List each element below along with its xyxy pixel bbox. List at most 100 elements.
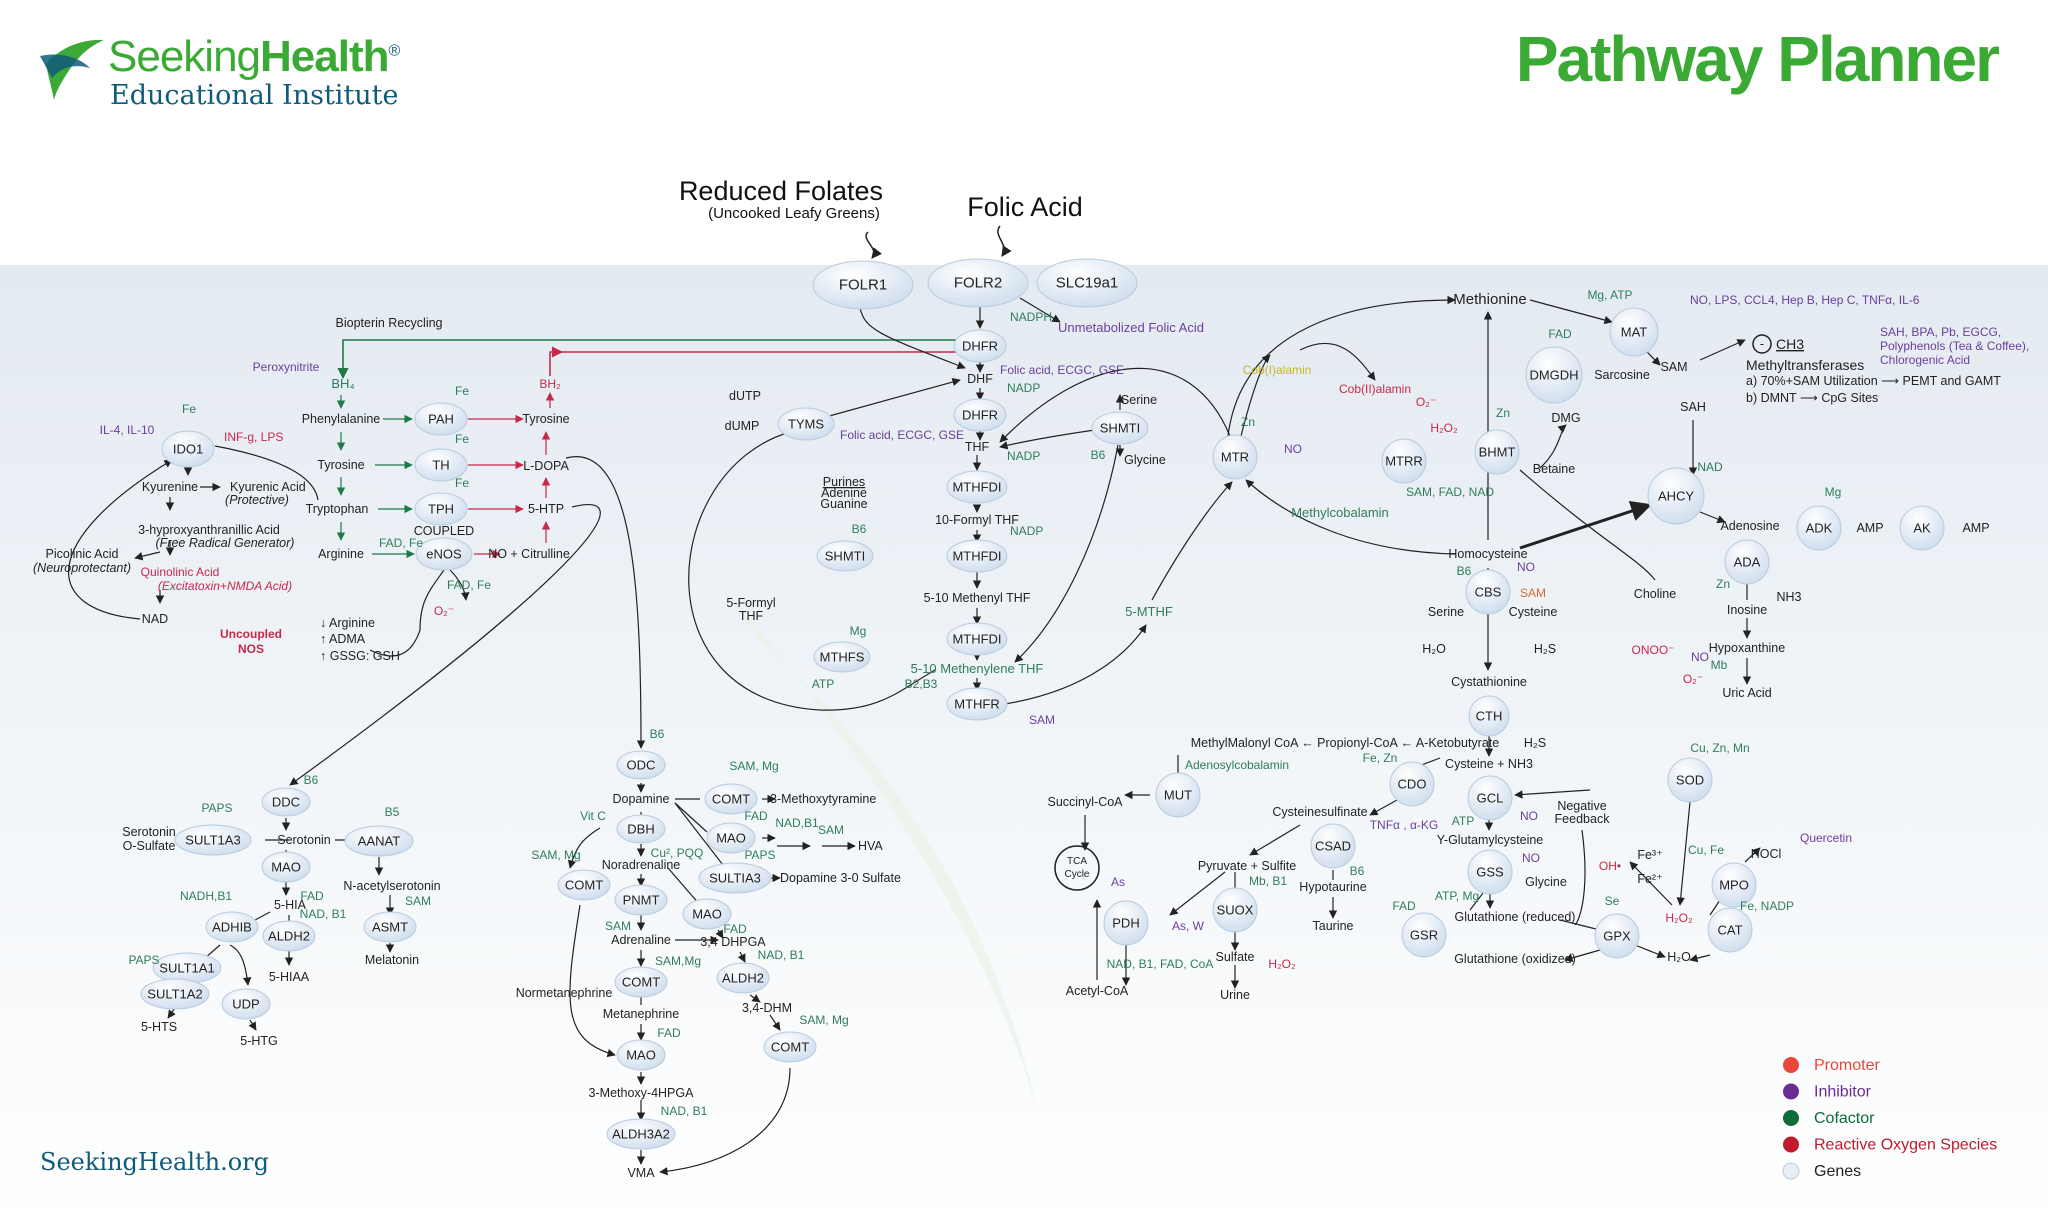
gene-mao[interactable]: MAO bbox=[682, 898, 732, 930]
cofactor-nad-b1: NAD, B1 bbox=[661, 1104, 708, 1118]
gene-ido1[interactable]: IDO1 bbox=[161, 430, 215, 468]
gene-mtrr[interactable]: MTRR bbox=[1381, 438, 1427, 484]
gene-shape bbox=[1667, 757, 1713, 803]
gene-label: COMT bbox=[771, 1040, 809, 1055]
inhibitor-no: NO bbox=[1284, 442, 1302, 456]
ros-o: O₂⁻ bbox=[1683, 672, 1703, 686]
gene-gsr[interactable]: GSR bbox=[1401, 912, 1447, 958]
inhibitor-as-w: As, W bbox=[1172, 919, 1205, 933]
gene-comt[interactable]: COMT bbox=[614, 966, 668, 998]
metabolite-noradrenaline: Noradrenaline bbox=[602, 858, 681, 872]
gene-dhfr[interactable]: DHFR bbox=[953, 398, 1007, 432]
gene-pnmt[interactable]: PNMT bbox=[614, 884, 668, 916]
gene-comt[interactable]: COMT bbox=[763, 1031, 817, 1063]
gene-ada[interactable]: ADA bbox=[1724, 539, 1770, 585]
gene-ak[interactable]: AK bbox=[1899, 505, 1945, 551]
cofactor-b6: B6 bbox=[304, 773, 319, 787]
gene-cdo[interactable]: CDO bbox=[1389, 761, 1435, 807]
gene-folr1[interactable]: FOLR1 bbox=[812, 260, 914, 310]
pathway-arrow bbox=[1369, 799, 1398, 816]
gene-mao[interactable]: MAO bbox=[616, 1039, 666, 1071]
gene-mthfdi[interactable]: MTHFDI bbox=[946, 622, 1008, 656]
gene-shape bbox=[262, 920, 316, 952]
gene-suox[interactable]: SUOX bbox=[1212, 887, 1258, 933]
gene-adk[interactable]: ADK bbox=[1796, 505, 1842, 551]
gene-folr2[interactable]: FOLR2 bbox=[927, 258, 1029, 308]
gene-cat[interactable]: CAT bbox=[1707, 907, 1753, 953]
gene-mpo[interactable]: MPO bbox=[1711, 862, 1757, 908]
gene-slc19a1[interactable]: SLC19a1 bbox=[1036, 258, 1138, 308]
cofactor-mb-b1: Mb, B1 bbox=[1249, 874, 1287, 888]
pathway-arrow bbox=[1299, 342, 1376, 381]
gene-comt[interactable]: COMT bbox=[557, 869, 611, 901]
gene-tyms[interactable]: TYMS bbox=[777, 407, 835, 441]
gene-mtr[interactable]: MTR bbox=[1212, 434, 1258, 480]
gene-mut[interactable]: MUT bbox=[1155, 772, 1201, 818]
gene-ahcy[interactable]: AHCY bbox=[1647, 467, 1705, 525]
gene-sultia3[interactable]: SULTIA3 bbox=[698, 862, 772, 894]
cofactor-5-10-methenylene-thf: 5-10 Methenylene THF bbox=[911, 661, 1044, 676]
gene-dmgdh[interactable]: DMGDH bbox=[1525, 346, 1583, 404]
gene-mat[interactable]: MAT bbox=[1609, 307, 1659, 357]
label-cob-i-alamin: Cob(I)alamin bbox=[1243, 363, 1312, 377]
gene-sult1a1[interactable]: SULT1A1 bbox=[152, 952, 222, 984]
pathway-arrow bbox=[1689, 954, 1711, 963]
cofactor-sam-mg: SAM, Mg bbox=[799, 1013, 848, 1027]
gene-enos[interactable]: eNOS bbox=[415, 537, 473, 571]
gene-ddc[interactable]: DDC bbox=[261, 787, 311, 817]
gene-mao[interactable]: MAO bbox=[706, 822, 756, 854]
metabolite-sarcosine: Sarcosine bbox=[1594, 368, 1650, 382]
gene-odc[interactable]: ODC bbox=[616, 750, 666, 780]
gene-comt[interactable]: COMT bbox=[704, 783, 758, 815]
cofactor-atp: ATP bbox=[812, 677, 834, 691]
gene-label: DBH bbox=[627, 822, 654, 837]
gene-dbh[interactable]: DBH bbox=[616, 814, 666, 844]
pathway-arrow bbox=[1249, 824, 1301, 856]
gene-gpx[interactable]: GPX bbox=[1594, 913, 1640, 959]
gene-th[interactable]: TH bbox=[414, 448, 468, 482]
gene-shape bbox=[1525, 346, 1583, 404]
gene-sult1a2[interactable]: SULT1A2 bbox=[140, 978, 210, 1010]
metabolite-dmg: DMG bbox=[1551, 411, 1580, 425]
gene-aanat[interactable]: AANAT bbox=[344, 825, 414, 857]
pathway-arrow bbox=[549, 346, 564, 376]
cofactor-sam-mg: SAM, Mg bbox=[531, 848, 580, 862]
gene-gss[interactable]: GSS bbox=[1467, 849, 1513, 895]
gene-aldh3a2[interactable]: ALDH3A2 bbox=[606, 1118, 676, 1150]
gene-mthfr[interactable]: MTHFR bbox=[946, 687, 1008, 721]
seeking-health-logo[interactable]: SeekingHealth® Educational Institute bbox=[38, 30, 458, 120]
cofactor-fad: FAD bbox=[723, 922, 747, 936]
gene-shmti[interactable]: SHMTI bbox=[1091, 411, 1149, 445]
gene-adhib[interactable]: ADHIB bbox=[205, 911, 259, 943]
gene-gcl[interactable]: GCL bbox=[1467, 775, 1513, 821]
gene-sult1a3[interactable]: SULT1A3 bbox=[174, 824, 252, 856]
gene-label: MAO bbox=[271, 860, 301, 875]
gene-aldh2[interactable]: ALDH2 bbox=[262, 920, 316, 952]
gene-aldh2[interactable]: ALDH2 bbox=[716, 962, 770, 994]
cofactor-cu-fe: Cu, Fe bbox=[1688, 843, 1724, 857]
gene-bhmt[interactable]: BHMT bbox=[1474, 429, 1520, 475]
gene-pdh[interactable]: PDH bbox=[1103, 900, 1149, 946]
gene-shape bbox=[1468, 695, 1510, 737]
gene-tph[interactable]: TPH bbox=[414, 492, 468, 526]
gene-asmt[interactable]: ASMT bbox=[363, 911, 417, 943]
metabolite-a-70-sam-utilization-pemt-and-gamt: a) 70%+SAM Utilization ⟶ PEMT and GAMT bbox=[1746, 374, 2001, 388]
gene-mthfdi[interactable]: MTHFDI bbox=[946, 539, 1008, 573]
gene-dhfr[interactable]: DHFR bbox=[953, 329, 1007, 363]
gene-mthfdi[interactable]: MTHFDI bbox=[946, 470, 1008, 504]
gene-mao[interactable]: MAO bbox=[261, 851, 311, 883]
gene-sod[interactable]: SOD bbox=[1667, 757, 1713, 803]
gene-udp[interactable]: UDP bbox=[221, 988, 271, 1020]
inhibitor-chlorogenic-acid: Chlorogenic Acid bbox=[1880, 353, 1970, 367]
website-link[interactable]: SeekingHealth.org bbox=[40, 1148, 270, 1176]
gene-cth[interactable]: CTH bbox=[1468, 695, 1510, 737]
cofactor-mb: Mb bbox=[1711, 658, 1728, 672]
gene-pah[interactable]: PAH bbox=[414, 402, 468, 436]
metabolite-5-hiaa: 5-HIAA bbox=[269, 970, 310, 984]
gene-csad[interactable]: CSAD bbox=[1310, 823, 1356, 869]
gene-mthfs[interactable]: MTHFS bbox=[813, 641, 871, 673]
inhibitor-quercetin: Quercetin bbox=[1800, 831, 1852, 845]
gene-shmti[interactable]: SHMTI bbox=[816, 540, 874, 572]
gene-cbs[interactable]: CBS bbox=[1465, 569, 1511, 615]
legend-swatch bbox=[1783, 1110, 1799, 1126]
